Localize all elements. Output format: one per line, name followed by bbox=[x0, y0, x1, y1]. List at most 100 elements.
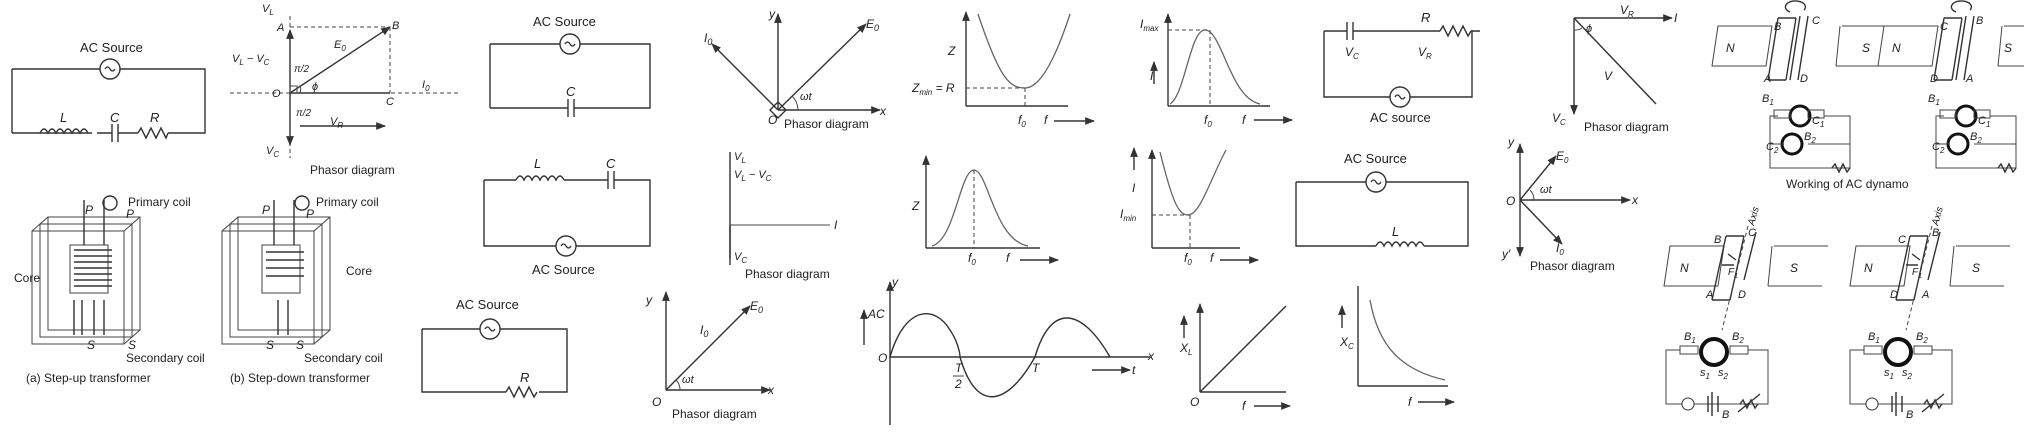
phasor-r-e0: E0 bbox=[750, 299, 763, 315]
dyn3-a: A bbox=[1705, 289, 1713, 301]
graph-ac-t: T bbox=[1032, 361, 1041, 375]
phasor-cr-phi: ϕ bbox=[1586, 23, 1592, 35]
transformer-a-secondary: Secondary coil bbox=[126, 351, 205, 365]
dyn2-s: S bbox=[2004, 41, 2012, 55]
cr-phasor-diagram: VR I ϕ V VC Phasor diagram bbox=[1552, 3, 1678, 134]
phasor-cr-vr: VR bbox=[1620, 3, 1634, 19]
phasor-lc-diff: VL − VC bbox=[734, 169, 772, 183]
graph-zmax-ylabel: Z bbox=[911, 199, 920, 213]
graph-z-vs-f-maximum: Z f0 f bbox=[911, 155, 1059, 267]
phasor-c-x: x bbox=[879, 104, 887, 118]
transformer-b-core: Core bbox=[346, 264, 372, 278]
dyn3-n: N bbox=[1680, 261, 1689, 275]
phasor-cr-vc: VC bbox=[1552, 111, 1566, 127]
dyn2-n: N bbox=[1892, 41, 1901, 55]
dyn3-axis: Axis bbox=[1746, 206, 1762, 228]
phasor-l-x: x bbox=[1631, 193, 1639, 207]
phasor-i0: I0 bbox=[422, 79, 430, 93]
graph-imax-ylabel: I bbox=[1150, 69, 1154, 83]
ac-c-title: AC Source bbox=[533, 14, 596, 29]
dyn2-c1: C1 bbox=[1978, 115, 1990, 129]
phasor-c-o: O bbox=[768, 113, 777, 127]
l-title: AC Source bbox=[1344, 151, 1407, 166]
step-down-transformer: Primary coil P P Core S S Secondary coil… bbox=[221, 195, 383, 385]
graph-ac-ylabel: AC bbox=[867, 307, 885, 321]
graph-zmin-ylabel: Z bbox=[947, 44, 956, 58]
dyn3-s: S bbox=[1790, 261, 1798, 275]
dyn1-c: C bbox=[1812, 15, 1820, 27]
dyn2-b: B bbox=[1976, 15, 1983, 27]
ac-r-label: R bbox=[520, 370, 529, 385]
transformer-a-caption: (a) Step-up transformer bbox=[26, 371, 151, 385]
dyn3-s2: s2 bbox=[1718, 367, 1729, 381]
resistor-icon bbox=[137, 126, 169, 140]
dyn2-d: D bbox=[1930, 73, 1938, 85]
transformer-a-primary: Primary coil bbox=[128, 195, 191, 209]
dyn3-f1: F1 bbox=[1728, 267, 1738, 280]
phasor-l-e0: E0 bbox=[1556, 149, 1569, 165]
inductor-icon bbox=[12, 128, 89, 135]
dyn2-b2: B2 bbox=[1970, 131, 1982, 145]
phasor-phi: ϕ bbox=[312, 81, 318, 93]
graph-imin-f0: f0 bbox=[1184, 251, 1192, 267]
phasor-lc-i: I bbox=[834, 218, 838, 232]
graph-ac-o: O bbox=[878, 351, 887, 365]
dyn4-s: S bbox=[1972, 261, 1980, 275]
phasor-lc-vl: VL bbox=[734, 151, 746, 165]
graph-zmin-f: f bbox=[1044, 113, 1049, 127]
dyn4-c: C bbox=[1898, 234, 1906, 246]
dyn4-b2: B2 bbox=[1916, 331, 1928, 345]
dyn4-battery-b: B bbox=[1906, 409, 1913, 421]
graph-ac-t2-top: T bbox=[955, 361, 964, 375]
transformer-a-core: Core bbox=[14, 271, 40, 285]
ac-r-title: AC Source bbox=[456, 297, 519, 312]
lc-circuit: L C AC Source bbox=[483, 156, 651, 277]
dyn4-f1: F1 bbox=[1912, 267, 1922, 280]
lc-phasor-diagram: VL VL − VC I VC Phasor diagram bbox=[729, 151, 838, 281]
graph-ac-sine: AC y x O T 2 T t bbox=[860, 275, 1155, 425]
graph-zmin-label: Zmin = R bbox=[911, 81, 955, 97]
dyn3-b: B bbox=[1714, 234, 1721, 246]
graph-ac-x: x bbox=[1147, 349, 1155, 363]
lcr-label-c: C bbox=[110, 110, 120, 125]
phasor-l-y: y bbox=[1507, 135, 1515, 149]
graph-xl-ylabel: XL bbox=[1179, 341, 1192, 357]
phasor-c-e0: E0 bbox=[866, 17, 879, 33]
transformer-b-s2: S bbox=[296, 338, 304, 352]
phasor-pi2b: π/2 bbox=[296, 108, 311, 119]
graph-i-vs-f-minimum: I Imin f0 f bbox=[1120, 147, 1259, 267]
phasor-l-yp: y′ bbox=[1501, 247, 1511, 261]
phasor-l-i0: I0 bbox=[1556, 241, 1564, 257]
graph-ac-t2-bot: 2 bbox=[954, 377, 962, 391]
ac-c-label: C bbox=[566, 84, 576, 99]
dynamo-panel-2: N S C B D A B1 C1 C2 B2 bbox=[1877, 0, 2024, 174]
dyn2-c: C bbox=[1940, 21, 1948, 33]
phasor-point-o: O bbox=[272, 88, 281, 100]
graph-zmax-f: f bbox=[1006, 251, 1011, 265]
phasor-c-wt: ωt bbox=[800, 91, 813, 103]
lcr-source-title: AC Source bbox=[80, 40, 143, 55]
graph-imax-f0: f0 bbox=[1204, 113, 1212, 129]
dynamo-panel-1: N S B C A D B1 C1 C2 B2 bbox=[1711, 0, 1896, 174]
dyn3-b2: B2 bbox=[1732, 331, 1744, 345]
dyn2-a: A bbox=[1965, 73, 1973, 85]
phasor-r-i0: I0 bbox=[700, 323, 708, 339]
capacitor-icon bbox=[111, 124, 119, 142]
transformer-b-secondary: Secondary coil bbox=[304, 351, 383, 365]
phasor-caption: Phasor diagram bbox=[310, 163, 395, 177]
graph-imax-f: f bbox=[1242, 113, 1247, 127]
transformer-b-caption: (b) Step-down transformer bbox=[230, 371, 370, 385]
cr-title: AC source bbox=[1370, 110, 1431, 125]
dyn3-s1: s1 bbox=[1700, 367, 1710, 381]
phasor-r-o: O bbox=[652, 395, 661, 409]
dynamo-caption: Working of AC dynamo bbox=[1786, 177, 1909, 191]
lc-label-l: L bbox=[534, 156, 541, 171]
dyn1-b2: B2 bbox=[1804, 131, 1816, 145]
dyn4-a: A bbox=[1921, 289, 1929, 301]
ac-capacitor-circuit: AC Source C bbox=[489, 14, 651, 117]
primary-source-icon bbox=[102, 195, 118, 211]
transformer-b-p2: P bbox=[306, 207, 314, 221]
phasor-diff: VL − VC bbox=[232, 53, 270, 67]
phasor-r-y: y bbox=[645, 293, 653, 307]
